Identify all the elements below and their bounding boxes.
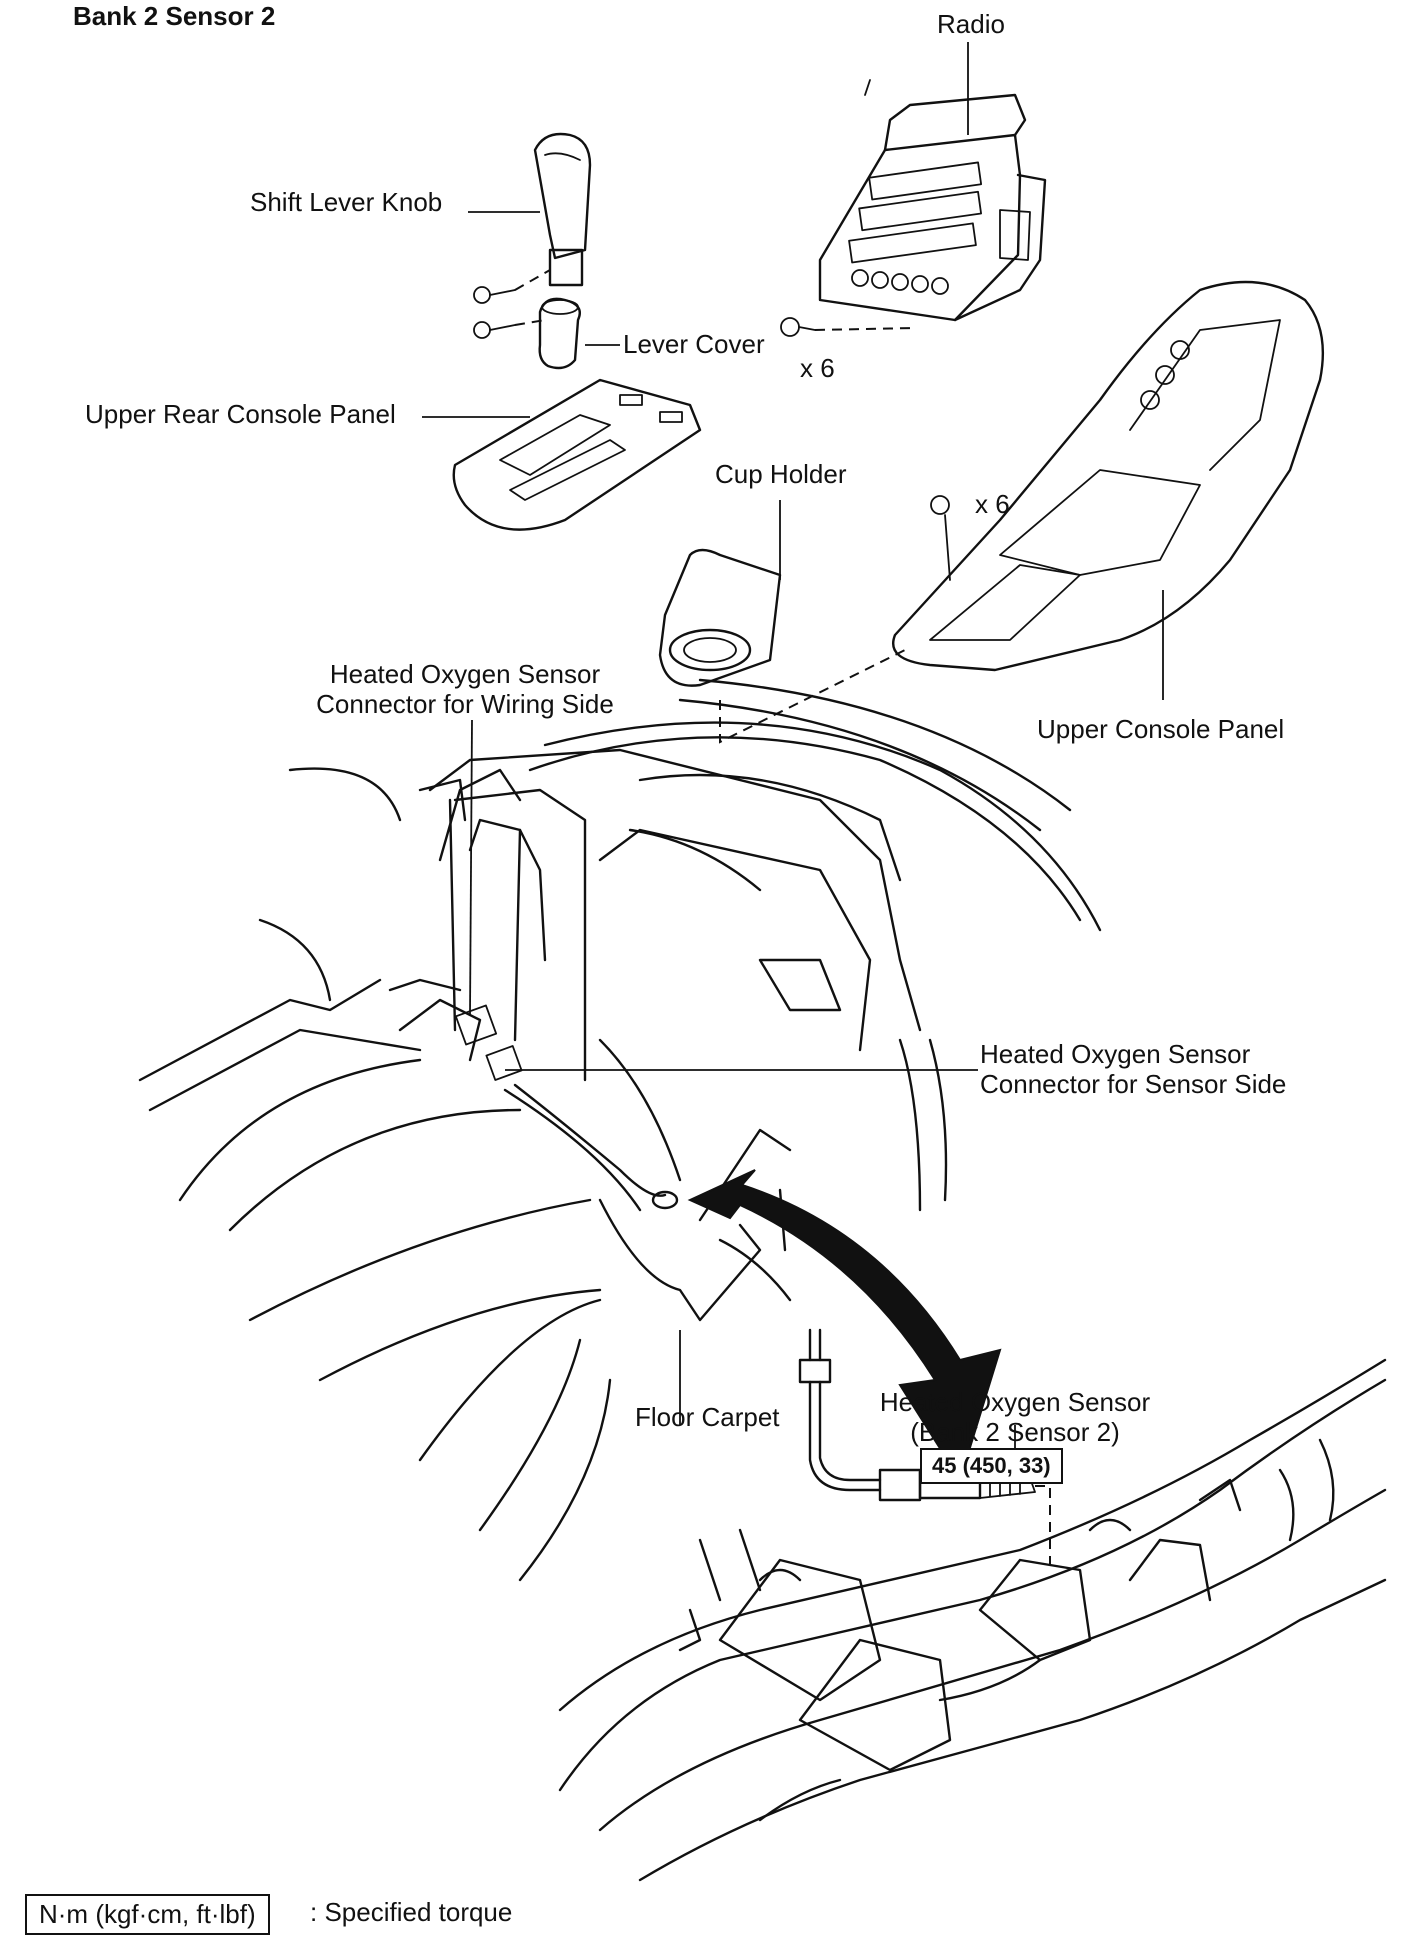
lever-cover-illustration — [473, 269, 620, 370]
upper-rear-console-panel-illustration — [422, 378, 702, 531]
label-sensor-side-connector: Heated Oxygen Sensor Connector for Senso… — [980, 1039, 1287, 1100]
label-floor-carpet: Floor Carpet — [635, 1402, 780, 1432]
install-direction-arrow — [687, 1169, 1002, 1483]
upper-console-panel-illustration — [892, 280, 1325, 700]
label-lever-cover: Lever Cover — [623, 329, 765, 359]
label-upper-rear-console-panel: Upper Rear Console Panel — [85, 399, 396, 429]
page-title: Bank 2 Sensor 2 — [73, 1, 276, 31]
oxygen-sensor-illustration — [798, 1328, 1051, 1565]
label-oxygen-sensor-line2: (Bank 2 Sensor 2) — [910, 1416, 1120, 1447]
label-wiring-side-connector: Heated Oxygen Sensor Connector for Wirin… — [300, 659, 630, 720]
label-wiring-side-line2: Connector for Wiring Side — [316, 688, 614, 719]
label-wiring-side-line1: Heated Oxygen Sensor — [329, 659, 601, 689]
label-cup-holder: Cup Holder — [715, 459, 847, 489]
label-oxygen-sensor: Heated Oxygen Sensor (Bank 2 Sensor 2) — [860, 1387, 1170, 1448]
shift-lever-knob-illustration — [468, 132, 592, 287]
label-oxygen-sensor-line1: Heated Oxygen Sensor — [879, 1387, 1151, 1417]
connector-leader-lines — [469, 719, 978, 1425]
label-console-screw-qty: x 6 — [975, 489, 1010, 519]
exhaust-system-illustration — [558, 1358, 1387, 1882]
label-sensor-side-line1: Heated Oxygen Sensor — [980, 1039, 1251, 1069]
label-radio: Radio — [937, 9, 1005, 39]
radio-illustration — [818, 42, 1047, 322]
torque-spec-box: 45 (450, 33) — [920, 1448, 1063, 1484]
label-radio-screw-qty: x 6 — [800, 353, 835, 383]
radio-screws-illustration — [780, 317, 916, 337]
legend-description: : Specified torque — [310, 1897, 513, 1927]
vehicle-interior-illustration — [138, 678, 1102, 1582]
label-upper-console-panel: Upper Console Panel — [1037, 714, 1285, 744]
cup-holder-illustration — [658, 500, 906, 744]
legend-unit-box: N·m (kgf·cm, ft·lbf) — [25, 1894, 270, 1935]
label-sensor-side-line2: Connector for Sensor Side — [980, 1068, 1287, 1099]
label-shift-lever-knob: Shift Lever Knob — [250, 187, 443, 217]
